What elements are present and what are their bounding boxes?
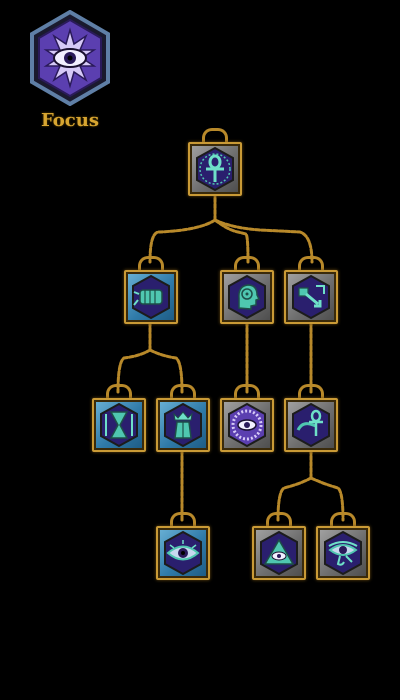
focus-school-emblem	[28, 9, 112, 107]
node-handle	[106, 384, 132, 401]
node-handle	[138, 256, 164, 273]
watchful-eye-icon	[164, 530, 202, 576]
node-handle	[170, 384, 196, 401]
eye-of-horus-icon	[324, 530, 362, 576]
mind-head-icon	[228, 274, 266, 320]
node-handle	[298, 256, 324, 273]
node-handle	[170, 512, 196, 529]
ankh-hand-icon	[292, 402, 330, 448]
skill-node-ankh-hand[interactable]	[284, 384, 340, 454]
node-handle	[202, 128, 228, 145]
node-handle	[234, 256, 260, 273]
skill-node-crowned-figure[interactable]	[156, 384, 212, 454]
school-title: Focus	[41, 110, 99, 131]
skill-node-pyramid-eye[interactable]	[252, 512, 308, 582]
skill-node-radiant-eye[interactable]	[220, 384, 276, 454]
node-handle	[234, 384, 260, 401]
push-arrow-icon	[292, 274, 330, 320]
skill-node-watchful-eye[interactable]	[156, 512, 212, 582]
skill-node-clenched-fist[interactable]	[124, 256, 180, 326]
radiant-eye-icon	[228, 402, 266, 448]
skill-node-mind[interactable]	[220, 256, 276, 326]
skill-node-push[interactable]	[284, 256, 340, 326]
pyramid-eye-icon	[260, 530, 298, 576]
skill-node-eye-of-horus[interactable]	[316, 512, 372, 582]
node-handle	[330, 512, 356, 529]
node-handle	[298, 384, 324, 401]
skill-node-ankh[interactable]	[188, 128, 244, 198]
crowned-figure-icon	[164, 402, 202, 448]
skill-node-hourglass[interactable]	[92, 384, 148, 454]
node-handle	[266, 512, 292, 529]
clenched-fist-icon	[132, 274, 170, 320]
hourglass-icon	[100, 402, 138, 448]
eye-icon	[30, 9, 110, 107]
ankh-icon	[196, 146, 234, 192]
